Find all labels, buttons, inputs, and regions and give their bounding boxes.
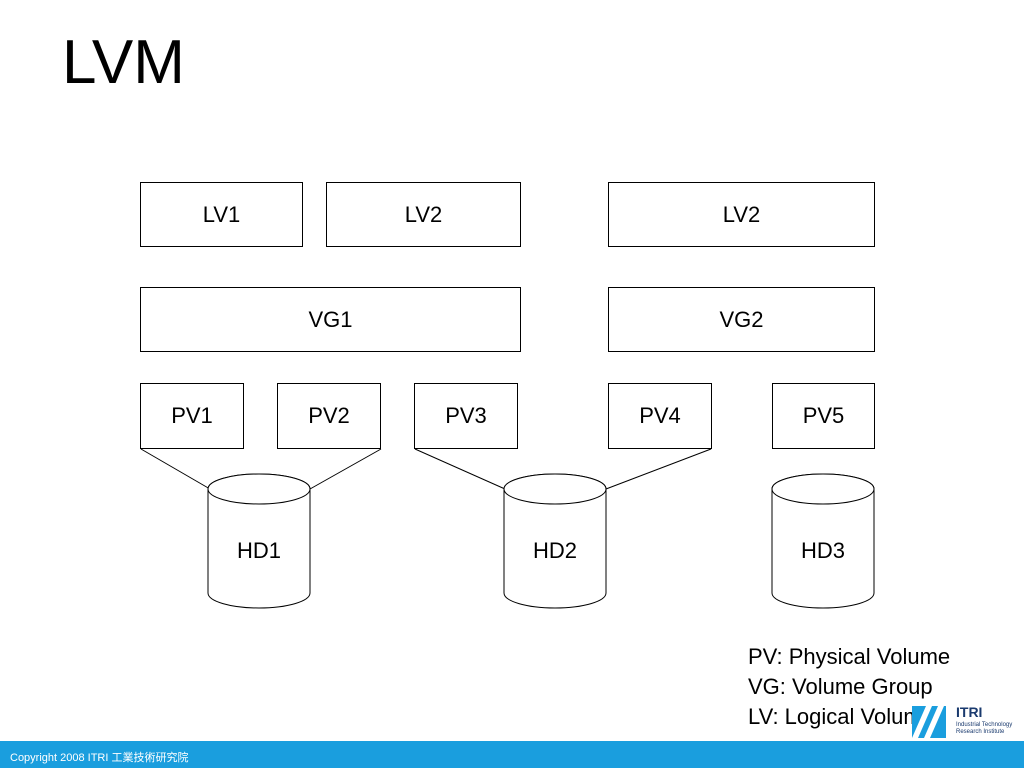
disk-label-hd1: HD1	[236, 538, 281, 563]
disk-label-hd3: HD3	[800, 538, 845, 563]
connector-pv2-hd1	[309, 448, 382, 490]
vg-box-vg1: VG1	[140, 287, 521, 352]
lv-box-lv2: LV2	[326, 182, 521, 247]
legend-item-lv: LV: Logical Volume	[748, 704, 934, 729]
disk-label-hd2: HD2	[532, 538, 577, 563]
pv-box-pv5: PV5	[772, 383, 875, 449]
vg-box-vg2: VG2	[608, 287, 875, 352]
footer-copyright: Copyright 2008 ITRI 工業技術研究院	[10, 752, 189, 764]
pv-box-pv3: PV3	[414, 383, 518, 449]
legend-item-vg: VG: Volume Group	[748, 674, 933, 699]
itri-logo-mark-icon	[912, 706, 946, 738]
connector-pv4-hd2	[605, 448, 712, 490]
lv-box-lv2-vg2: LV2	[608, 182, 875, 247]
pv-box-pv2: PV2	[277, 383, 381, 449]
itri-logo: ITRI Industrial Technology Research Inst…	[912, 704, 1022, 738]
legend-item-pv: PV: Physical Volume	[748, 644, 951, 669]
pv-box-pv1: PV1	[140, 383, 244, 449]
connector-pv3-hd2	[414, 448, 506, 490]
slide-title: LVM	[62, 28, 185, 97]
pv-box-pv4: PV4	[608, 383, 712, 449]
diagram-graphics	[140, 448, 875, 609]
connector-pv1-hd1	[140, 448, 211, 490]
legend: PV: Physical Volume VG: Volume Group LV:…	[748, 642, 950, 732]
itri-logo-brand: ITRI	[956, 704, 983, 720]
lv-box-lv1: LV1	[140, 182, 303, 247]
footer-bar: Copyright 2008 ITRI 工業技術研究院	[0, 741, 1024, 768]
itri-logo-subtitle: Industrial Technology Research Institute	[956, 722, 1013, 735]
